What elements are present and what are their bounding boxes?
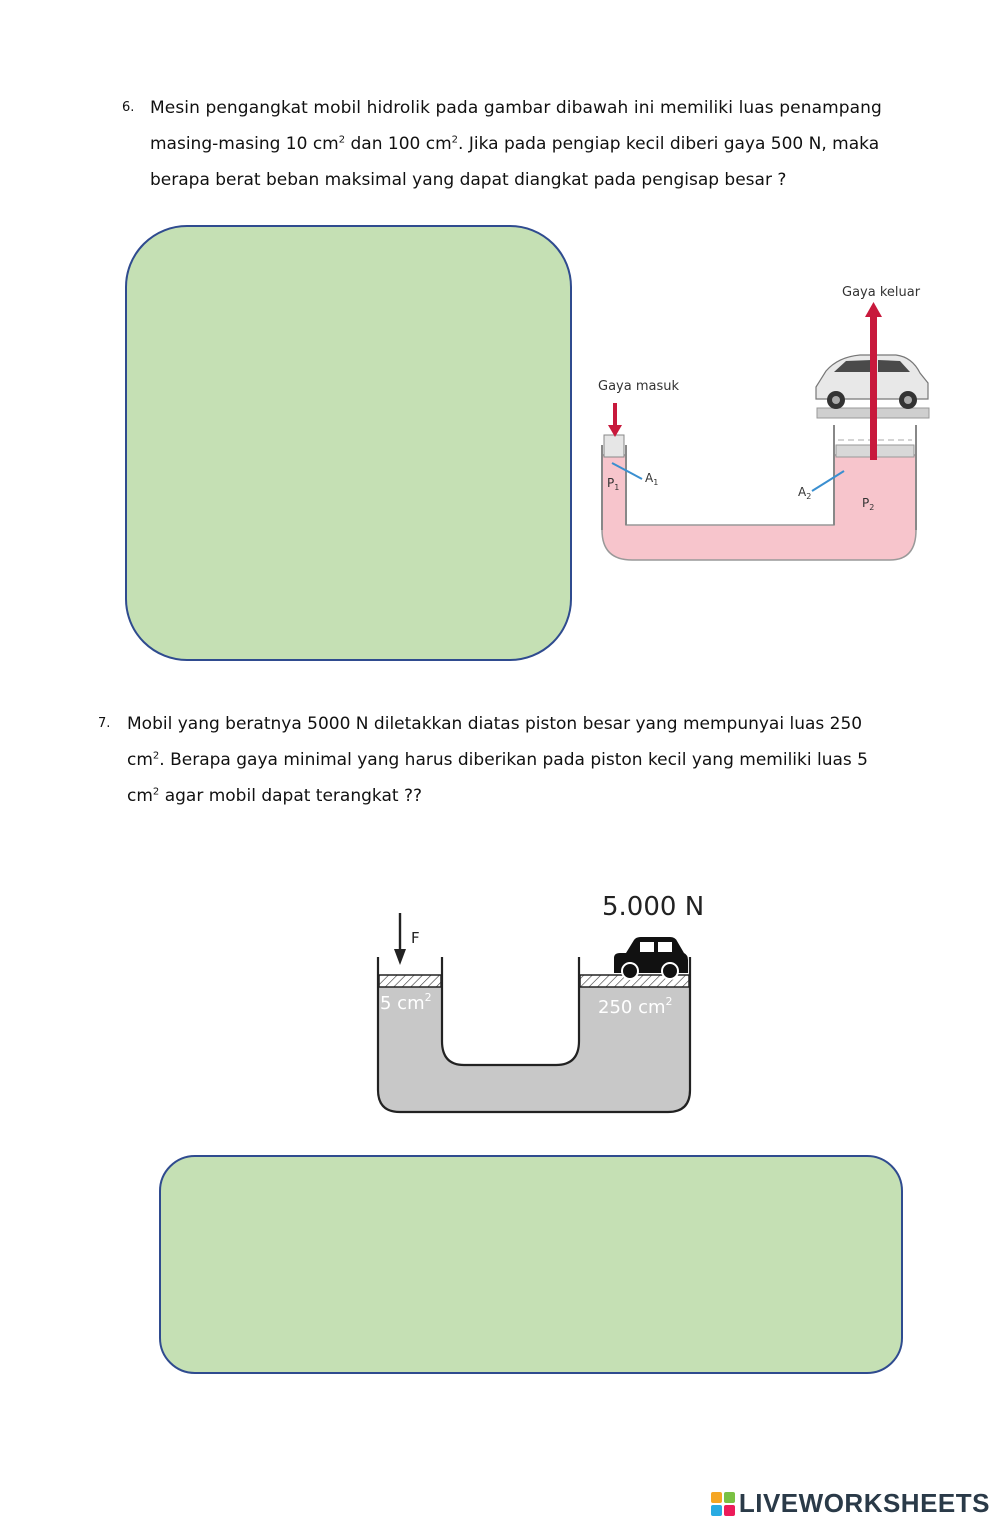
answer-box-7[interactable] bbox=[159, 1155, 903, 1374]
large-area-label: 250 cm2 bbox=[598, 995, 673, 1018]
u-tube-piston-figure: F 5.000 N 5 cm2 250 cm2 bbox=[376, 892, 704, 1114]
car-icon bbox=[614, 937, 688, 980]
input-force-label: Gaya masuk bbox=[598, 379, 679, 394]
small-piston bbox=[378, 974, 442, 988]
question-6-line-2: masing-masing 10 cm2 dan 100 cm2. Jika p… bbox=[150, 134, 880, 154]
liveworksheets-watermark: LIVEWORKSHEETS bbox=[710, 1488, 990, 1519]
question-6-number: 6. bbox=[122, 100, 135, 115]
question-6: 6. Mesin pengangkat mobil hidrolik pada … bbox=[122, 90, 922, 198]
force-arrow bbox=[394, 949, 406, 965]
output-force-arrow bbox=[865, 302, 882, 317]
output-force-label: Gaya keluar bbox=[842, 285, 921, 300]
question-7: 7. Mobil yang beratnya 5000 N diletakkan… bbox=[98, 706, 918, 814]
question-7-number: 7. bbox=[98, 716, 111, 731]
small-piston bbox=[603, 434, 625, 458]
area-a1-label: A1 bbox=[645, 471, 658, 487]
question-6-line-1: Mesin pengangkat mobil hidrolik pada gam… bbox=[150, 98, 882, 118]
hydraulic-lift-figure: Gaya keluar Gaya masuk A1 A2 P1 P2 bbox=[598, 285, 930, 561]
u-tube-fluid bbox=[378, 987, 690, 1112]
pressure-p1-label: P1 bbox=[607, 476, 619, 492]
weight-label: 5.000 N bbox=[602, 892, 704, 922]
small-area-label: 5 cm2 bbox=[380, 991, 432, 1014]
answer-box-6[interactable] bbox=[125, 225, 572, 661]
area-a2-label: A2 bbox=[798, 485, 811, 501]
question-7-line-3: cm2 agar mobil dapat terangkat ?? bbox=[127, 786, 422, 806]
question-7-line-1: Mobil yang beratnya 5000 N diletakkan di… bbox=[127, 714, 863, 734]
pressure-p2-label: P2 bbox=[862, 496, 874, 512]
liveworksheets-logo-icon bbox=[710, 1491, 735, 1516]
watermark-text: LIVEWORKSHEETS bbox=[738, 1488, 990, 1518]
question-6-line-3: berapa berat beban maksimal yang dapat d… bbox=[150, 170, 787, 190]
input-force-arrow bbox=[608, 425, 622, 437]
force-label: F bbox=[411, 929, 420, 947]
question-7-line-2: cm2. Berapa gaya minimal yang harus dibe… bbox=[127, 750, 868, 770]
